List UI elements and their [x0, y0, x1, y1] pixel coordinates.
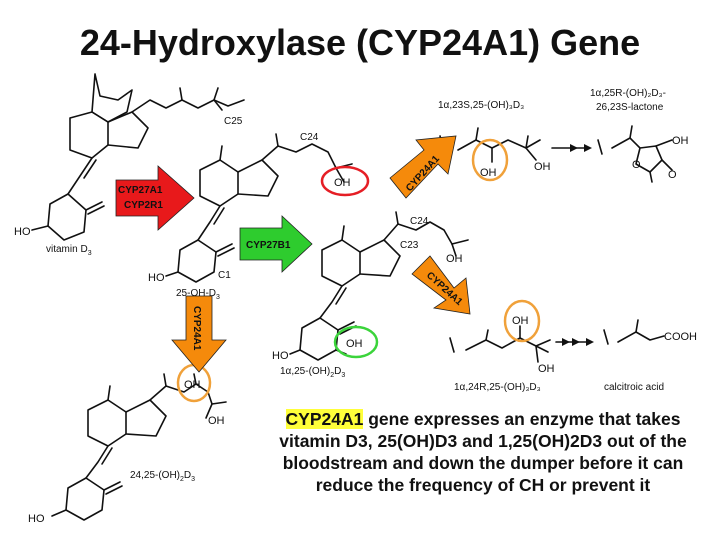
calcitroic-acid-fragment: [603, 319, 665, 345]
oh-c24-2425-label: OH: [184, 379, 201, 391]
ho-calcitriol-label: HO: [272, 350, 289, 362]
c24-label-mid: C24: [410, 216, 429, 227]
cyp27b1-label: CYP27B1: [246, 240, 291, 251]
caption-highlight: CYP24A1: [285, 409, 364, 429]
cyp24a1-down-label: CYP24A1: [191, 306, 202, 351]
c1-label: C1: [218, 270, 231, 281]
cyp27a1-arrow: [115, 165, 195, 231]
calcitroic-acid-name: calcitroic acid: [604, 382, 664, 393]
24-25-dihydroxy-structure: [51, 373, 227, 521]
oh-calcitriol-label: OH: [446, 253, 463, 265]
o-lactone-ring-label: O: [632, 159, 641, 171]
ho-vitd-label: HO: [14, 226, 31, 238]
c23-label: C23: [400, 240, 419, 251]
c1-oh-circle: [333, 325, 379, 359]
cooh-label: COOH: [664, 331, 697, 343]
vitamin-d3-name: vitamin D3: [46, 244, 92, 257]
oh-c25-2425-label: OH: [208, 415, 225, 427]
oh-c1-label: OH: [346, 338, 363, 350]
c24r-oh-circle: [503, 299, 541, 343]
calcitriol-name: 1α,25-(OH)2D3: [280, 366, 345, 379]
caption-line2: vitamin D3, 25(OH)D3 and 1,25(OH)2D3 out…: [279, 431, 687, 451]
c25-oh-circle: [320, 165, 370, 197]
24-25-dihydroxy-name: 24,25-(OH)2D3: [130, 470, 195, 483]
lactone-name-1: 1α,25R-(OH)₂D₃-: [590, 88, 666, 99]
oh-c25-24r-label: OH: [538, 363, 555, 375]
oh-c25-23s-label: OH: [534, 161, 551, 173]
cyp2r1-label: CYP2R1: [124, 200, 163, 211]
ho-25ohd-label: HO: [148, 272, 165, 284]
24r-triol-fragment: [449, 325, 587, 363]
lactone-fragment: [597, 125, 673, 183]
cyp24a1-arrow-down: [171, 295, 227, 373]
oh-c24r-label: OH: [512, 315, 529, 327]
cyp27b1-arrow: [239, 215, 313, 273]
ho-2425-label: HO: [28, 513, 45, 525]
o-lactone-carbonyl-label: O: [668, 169, 677, 181]
caption-line1-rest: gene expresses an enzyme that takes: [363, 409, 681, 429]
cyp24a1-arrow-up: [389, 135, 457, 199]
c25-label: C25: [224, 116, 243, 127]
oh-lactone-label: OH: [672, 135, 689, 147]
cyp24a1-arrow-diag: [411, 255, 471, 315]
cyp27a1-label: CYP27A1: [118, 185, 163, 196]
23s-triol-fragment: [439, 127, 585, 163]
c24-label-top: C24: [300, 132, 319, 143]
lactone-name-2: 26,23S-lactone: [596, 102, 664, 113]
23s-triol-name: 1α,23S,25-(OH)₃D₃: [438, 100, 524, 111]
24r-triol-name: 1α,24R,25-(OH)₃D₃: [454, 382, 541, 393]
caption-line4: reduce the frequency of CH or prevent it: [315, 475, 651, 495]
caption: CYP24A1 gene expresses an enzyme that ta…: [252, 408, 714, 496]
caption-line3: bloodstream and down the dumper before i…: [282, 453, 684, 473]
vitamin-d3-structure: [31, 73, 245, 241]
25-oh-d3-structure: [165, 133, 353, 283]
oh-c25-label: OH: [334, 177, 351, 189]
25-oh-d3-name: 25-OH-D3: [176, 288, 220, 301]
oh-c23s-label: OH: [480, 167, 497, 179]
c23-oh-circle: [471, 138, 509, 182]
slide-title: 24-Hydroxylase (CYP24A1) Gene: [79, 22, 641, 63]
